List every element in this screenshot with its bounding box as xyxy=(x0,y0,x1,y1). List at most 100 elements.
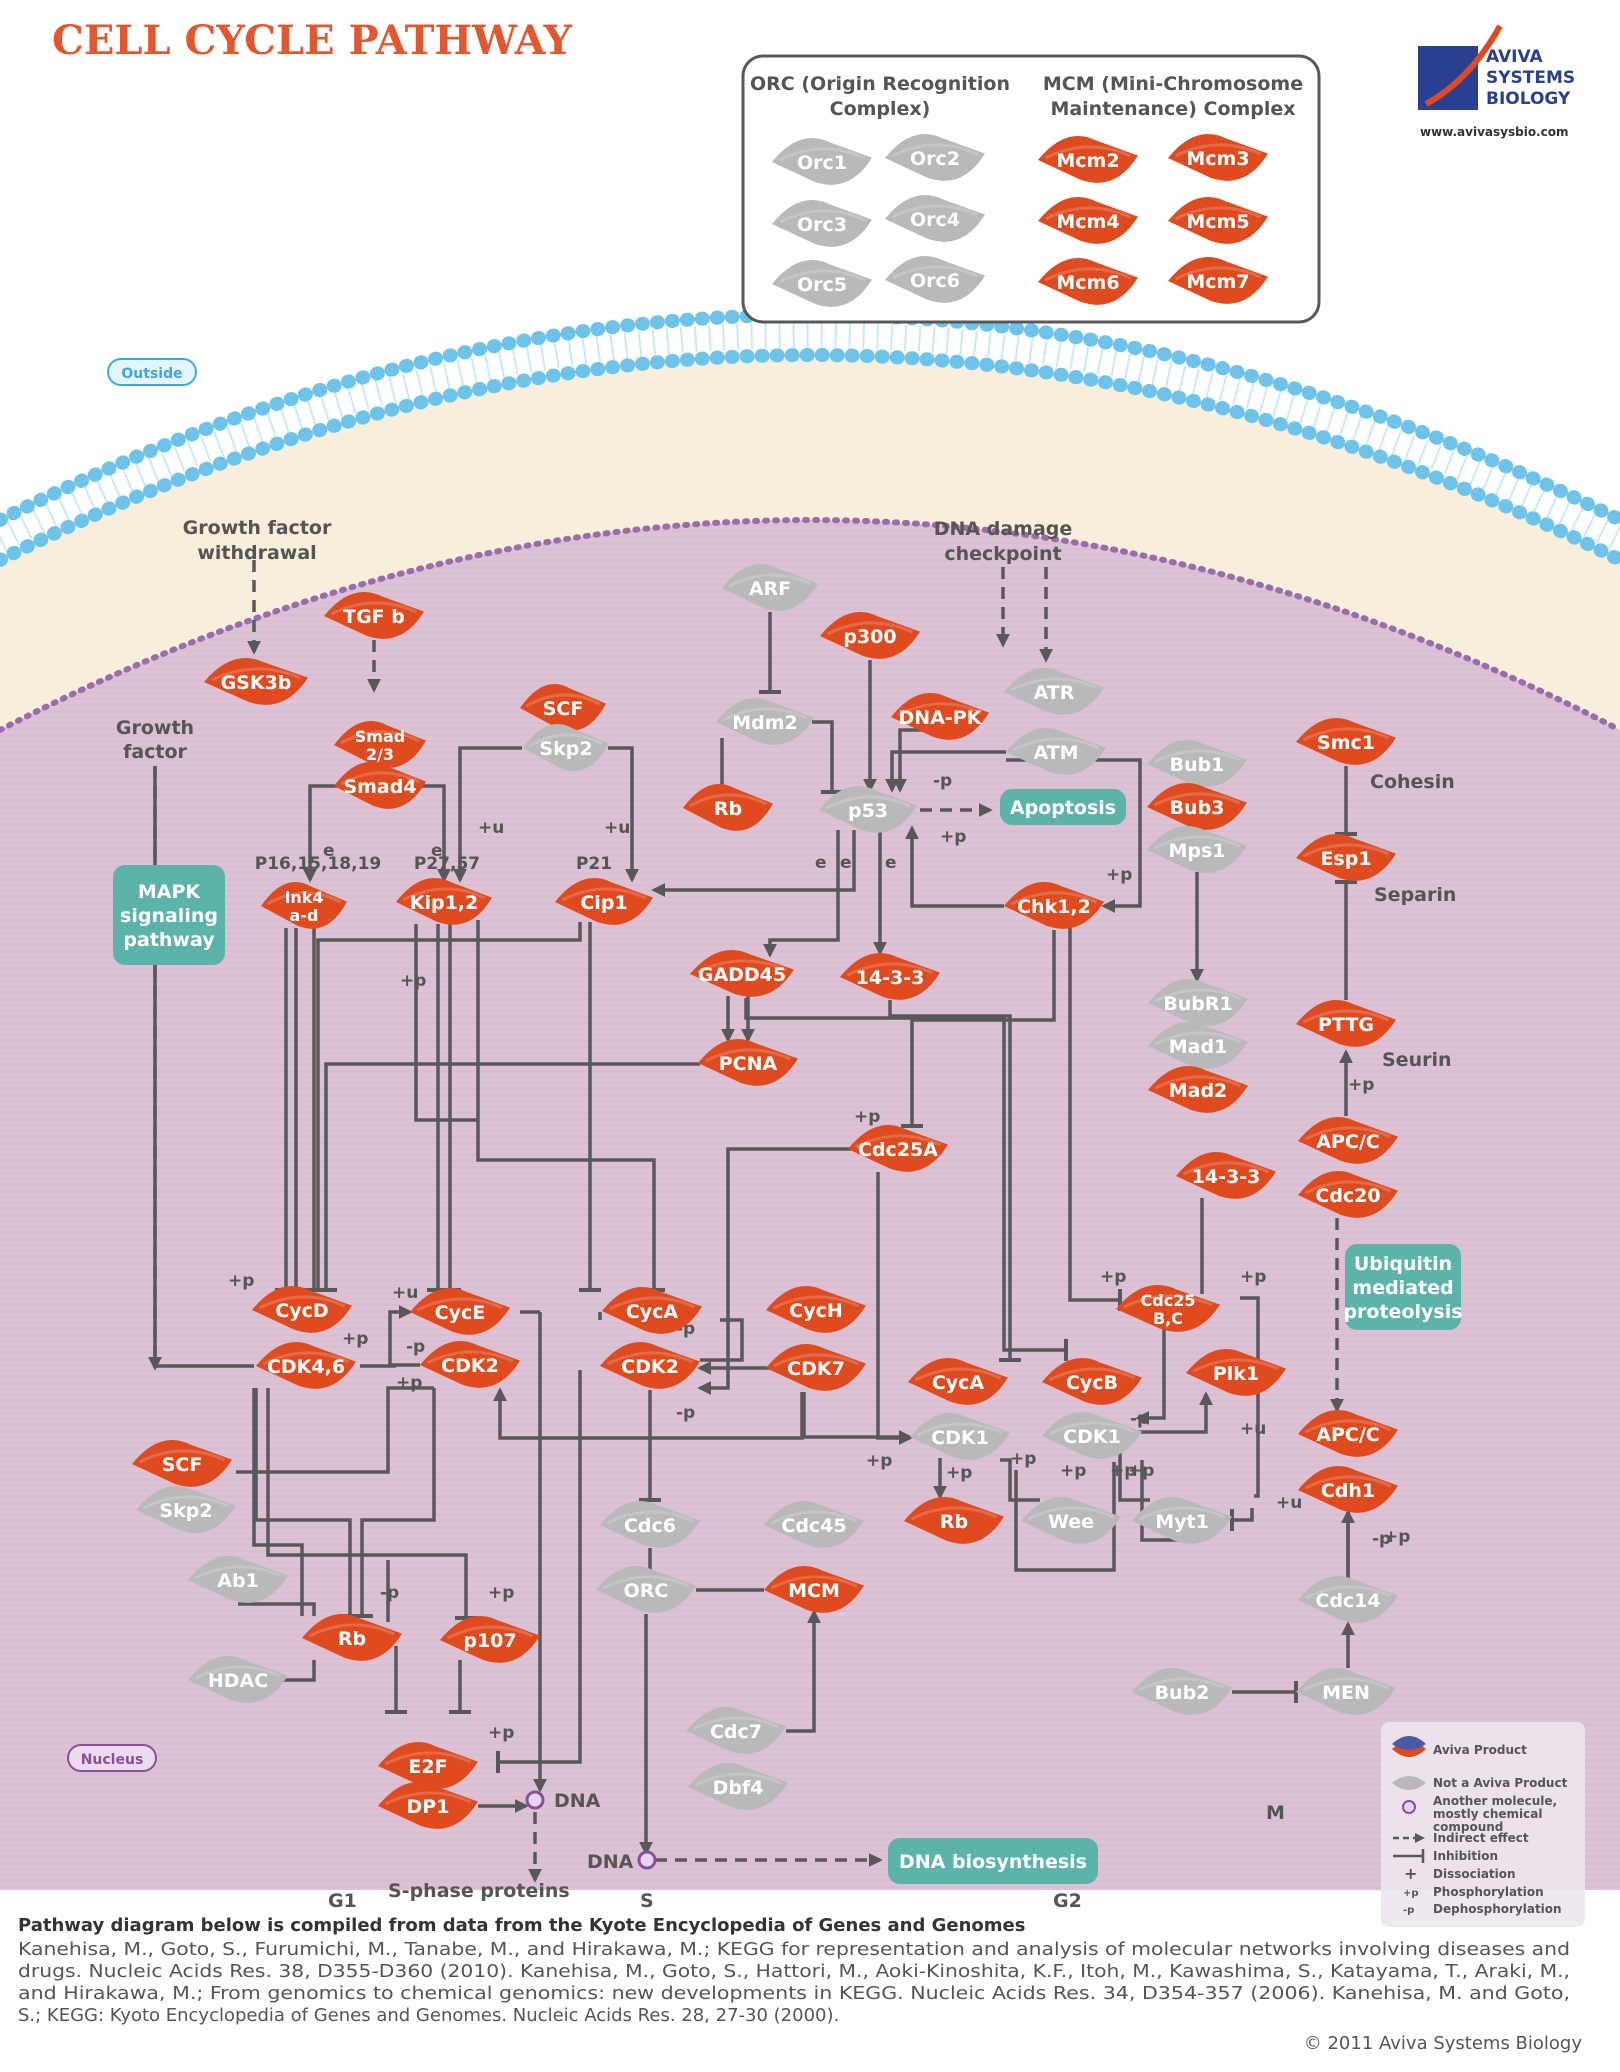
edge xyxy=(1118,1447,1150,1502)
node-label-2: B,C xyxy=(1153,1309,1183,1328)
node-x1433b: 14-3-3 xyxy=(1176,1151,1276,1199)
node-label: Cdc6 xyxy=(624,1515,676,1537)
node-shape xyxy=(256,1341,356,1389)
edge xyxy=(388,1305,420,1367)
edge-tag: +p xyxy=(1060,1461,1086,1481)
node-label: CycE xyxy=(435,1302,486,1324)
node-highlight xyxy=(606,1510,694,1525)
node-shape xyxy=(904,1496,1004,1544)
node-label: Orc4 xyxy=(910,209,960,231)
node-shape xyxy=(1042,1411,1142,1459)
node-dp1: DP1 xyxy=(378,1781,478,1829)
legend-aviva-layer-icon xyxy=(1392,1736,1426,1750)
node-label: TGF b xyxy=(343,606,405,628)
legend-other-1: Another molecule, xyxy=(1433,1794,1557,1808)
node-highlight xyxy=(772,1353,860,1368)
node-mcm4: Mcm4 xyxy=(1038,196,1138,244)
node-shape xyxy=(396,877,492,925)
label-sphase: S-phase proteins xyxy=(388,1880,570,1902)
brand-line-2: SYSTEMS xyxy=(1486,68,1575,88)
node-highlight xyxy=(1174,266,1262,281)
edge-tag: e xyxy=(885,853,897,873)
node-highlight xyxy=(846,962,934,977)
node-orc2: Orc2 xyxy=(885,133,985,181)
edge xyxy=(1140,1460,1182,1542)
node-label: Bub2 xyxy=(1155,1682,1210,1704)
edge xyxy=(324,1062,700,1290)
node-label: Mps1 xyxy=(1168,840,1225,862)
box-label: MAPK xyxy=(138,881,202,903)
edge xyxy=(697,1147,876,1395)
node-label: Orc2 xyxy=(910,148,960,170)
label-dna-damage-1: DNA damage xyxy=(934,518,1073,540)
node-mcm3: Mcm3 xyxy=(1168,133,1268,181)
node-label: Orc1 xyxy=(797,152,847,174)
node-label: Cdc14 xyxy=(1315,1590,1380,1612)
node-shape xyxy=(1298,1170,1398,1218)
node-shape xyxy=(1296,999,1396,1047)
node-shape xyxy=(1298,1409,1398,1457)
edge xyxy=(763,830,840,958)
node-bub1: Bub1 xyxy=(1147,739,1247,787)
node-label: Mcm4 xyxy=(1056,211,1119,233)
legend-other-3: compound xyxy=(1433,1820,1503,1834)
node-label: Skp2 xyxy=(539,738,592,760)
edge xyxy=(236,1386,434,1474)
node-shape xyxy=(1298,1465,1398,1513)
node-cdk2a: CDK2 xyxy=(420,1340,520,1388)
label-dna-1: DNA xyxy=(554,1790,601,1812)
node-cycb: CycB xyxy=(1042,1357,1142,1405)
node-label: Kip1,2 xyxy=(410,892,479,914)
function-boxes: MAPKsignalingpathwayApoptosisUbiquitinme… xyxy=(113,789,1463,1884)
node-label: Mdm2 xyxy=(732,712,798,734)
node-highlight xyxy=(697,959,787,974)
node-shape xyxy=(410,1287,510,1335)
node-shape xyxy=(698,1038,798,1086)
node-shape xyxy=(1147,739,1247,787)
label-p27: P27,57 xyxy=(414,854,480,874)
footer-line-2: drugs. Nucleic Acids Res. 38, D355-D360 … xyxy=(18,1961,1570,1982)
node-highlight xyxy=(1174,143,1262,158)
footer-background xyxy=(0,1890,1620,2072)
edge xyxy=(238,1602,316,1616)
node-label: Bub1 xyxy=(1170,754,1225,776)
node-shape xyxy=(766,1285,866,1333)
orc-title-2: Complex) xyxy=(830,98,931,120)
label-dna-damage-2: checkpoint xyxy=(944,543,1061,565)
node-shape xyxy=(523,723,609,771)
node-label: Mad1 xyxy=(1169,1036,1228,1058)
node-label: Rb xyxy=(338,1628,366,1650)
edge xyxy=(700,1318,744,1362)
node-label: Orc5 xyxy=(797,274,847,296)
node-mcm5: Mcm5 xyxy=(1168,196,1268,244)
node-men: MEN xyxy=(1296,1667,1396,1715)
node-highlight xyxy=(694,1772,782,1787)
edge-tag: +p xyxy=(488,1583,514,1603)
node-shape xyxy=(766,1343,866,1391)
node-label-2: 2/3 xyxy=(366,745,394,764)
label-gf-withdrawal-2: withdrawal xyxy=(197,542,316,564)
edge-tag: +u xyxy=(1240,1419,1266,1439)
node-atr: ATR xyxy=(1004,667,1104,715)
nucleus-label: Nucleus xyxy=(81,1752,144,1768)
node-shape xyxy=(840,952,940,1000)
node-mad2: Mad2 xyxy=(1148,1065,1248,1113)
node-shape xyxy=(520,683,606,731)
node-label: Myt1 xyxy=(1155,1511,1209,1533)
node-mps1: Mps1 xyxy=(1147,825,1247,873)
node-label-2: a-d xyxy=(290,906,319,925)
node-label: CycH xyxy=(789,1300,843,1322)
node-highlight xyxy=(446,1625,534,1640)
box-shape xyxy=(888,1838,1098,1884)
node-shape xyxy=(772,199,872,247)
node-highlight xyxy=(528,733,604,748)
edge-tag: -p xyxy=(1372,1529,1391,1549)
node-shape xyxy=(1038,257,1138,305)
legend-aviva-text: Aviva Product xyxy=(1433,1743,1527,1757)
node-shape xyxy=(910,1412,1010,1460)
box-shape xyxy=(113,865,225,965)
